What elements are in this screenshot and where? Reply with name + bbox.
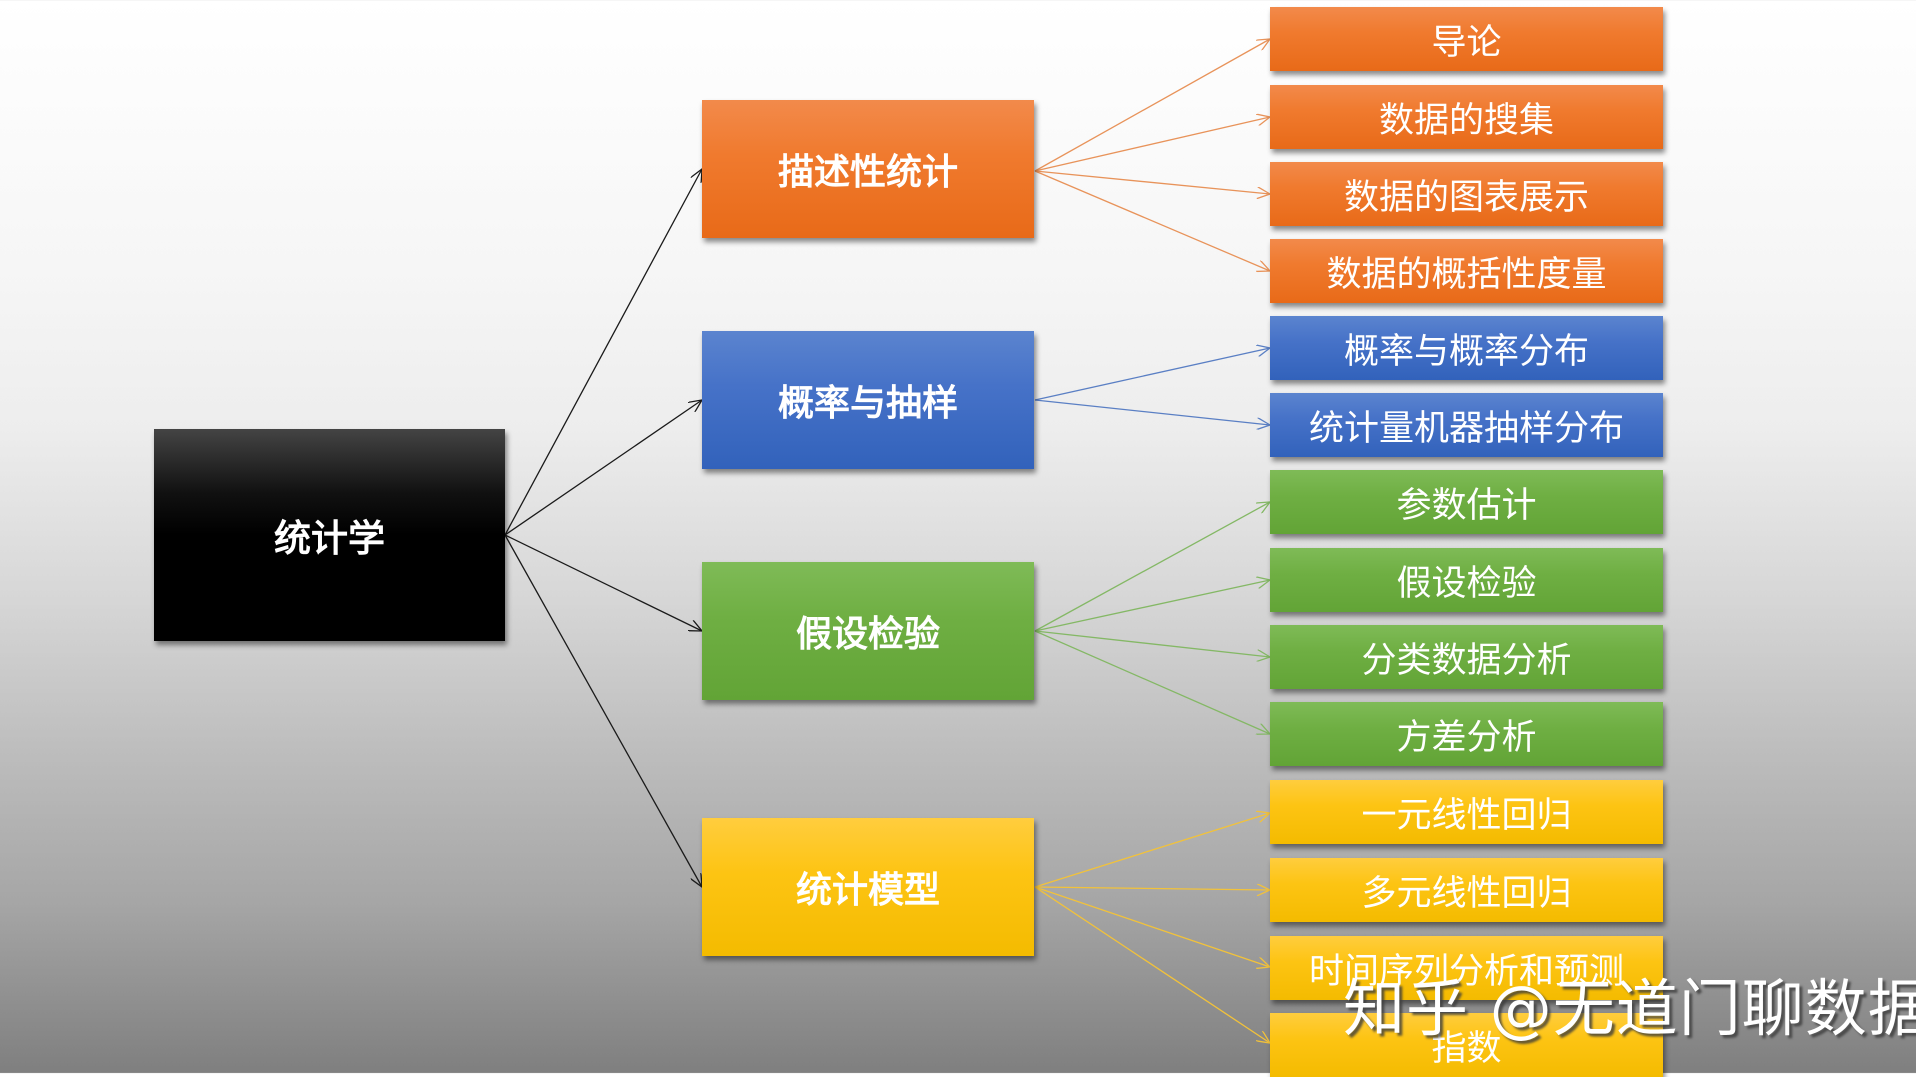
leaf-node-summary-measures[interactable]: 数据的概括性度量	[1270, 239, 1663, 303]
leaf-node-anova[interactable]: 方差分析	[1270, 702, 1663, 766]
leaf-node-label: 多元线性回归	[1361, 873, 1572, 914]
root-node-label: 统计学	[274, 517, 385, 560]
branch-node-probability-sampling[interactable]: 概率与抽样	[702, 331, 1034, 469]
leaf-node-sampling-distributions[interactable]: 统计量机器抽样分布	[1270, 393, 1663, 457]
leaf-node-label: 数据的图表展示	[1343, 177, 1589, 218]
branch-node-label: 描述性统计	[777, 152, 958, 193]
leaf-node-label: 统计量机器抽样分布	[1308, 408, 1624, 449]
leaf-node-label: 假设检验	[1396, 563, 1537, 604]
leaf-node-data-charts[interactable]: 数据的图表展示	[1270, 162, 1663, 226]
leaf-node-simple-regression[interactable]: 一元线性回归	[1270, 780, 1663, 844]
leaf-node-time-series[interactable]: 时间序列分析和预测	[1270, 936, 1663, 1000]
leaf-node-label: 一元线性回归	[1361, 795, 1572, 836]
leaf-node-label: 参数估计	[1396, 485, 1537, 526]
root-node-statistics[interactable]: 统计学	[154, 429, 505, 641]
leaf-node-label: 数据的搜集	[1378, 100, 1554, 141]
leaf-node-index-numbers[interactable]: 指数	[1270, 1013, 1663, 1077]
leaf-node-probability-distributions[interactable]: 概率与概率分布	[1270, 316, 1663, 380]
leaf-node-categorical-analysis[interactable]: 分类数据分析	[1270, 625, 1663, 689]
leaf-node-label: 分类数据分析	[1361, 640, 1572, 681]
leaf-node-data-collection[interactable]: 数据的搜集	[1270, 85, 1663, 149]
branch-node-descriptive-statistics[interactable]: 描述性统计	[702, 100, 1034, 238]
leaf-node-introduction[interactable]: 导论	[1270, 7, 1663, 71]
leaf-node-label: 概率与概率分布	[1343, 331, 1589, 372]
leaf-node-multiple-regression[interactable]: 多元线性回归	[1270, 858, 1663, 922]
leaf-node-label: 方差分析	[1396, 717, 1537, 758]
leaf-node-label: 导论	[1431, 22, 1502, 63]
leaf-node-hypothesis-test[interactable]: 假设检验	[1270, 548, 1663, 612]
branch-node-label: 概率与抽样	[777, 383, 958, 424]
leaf-node-label: 数据的概括性度量	[1326, 254, 1607, 295]
leaf-node-parameter-estimation[interactable]: 参数估计	[1270, 470, 1663, 534]
branch-node-statistical-models[interactable]: 统计模型	[702, 818, 1034, 956]
branch-node-hypothesis-testing[interactable]: 假设检验	[702, 562, 1034, 700]
leaf-node-label: 时间序列分析和预测	[1308, 951, 1624, 992]
branch-node-label: 统计模型	[795, 870, 940, 911]
branch-node-label: 假设检验	[795, 614, 940, 655]
watermark-text: 知乎 @无道门聊数据	[1343, 972, 1916, 1045]
leaf-node-label: 指数	[1431, 1028, 1502, 1069]
